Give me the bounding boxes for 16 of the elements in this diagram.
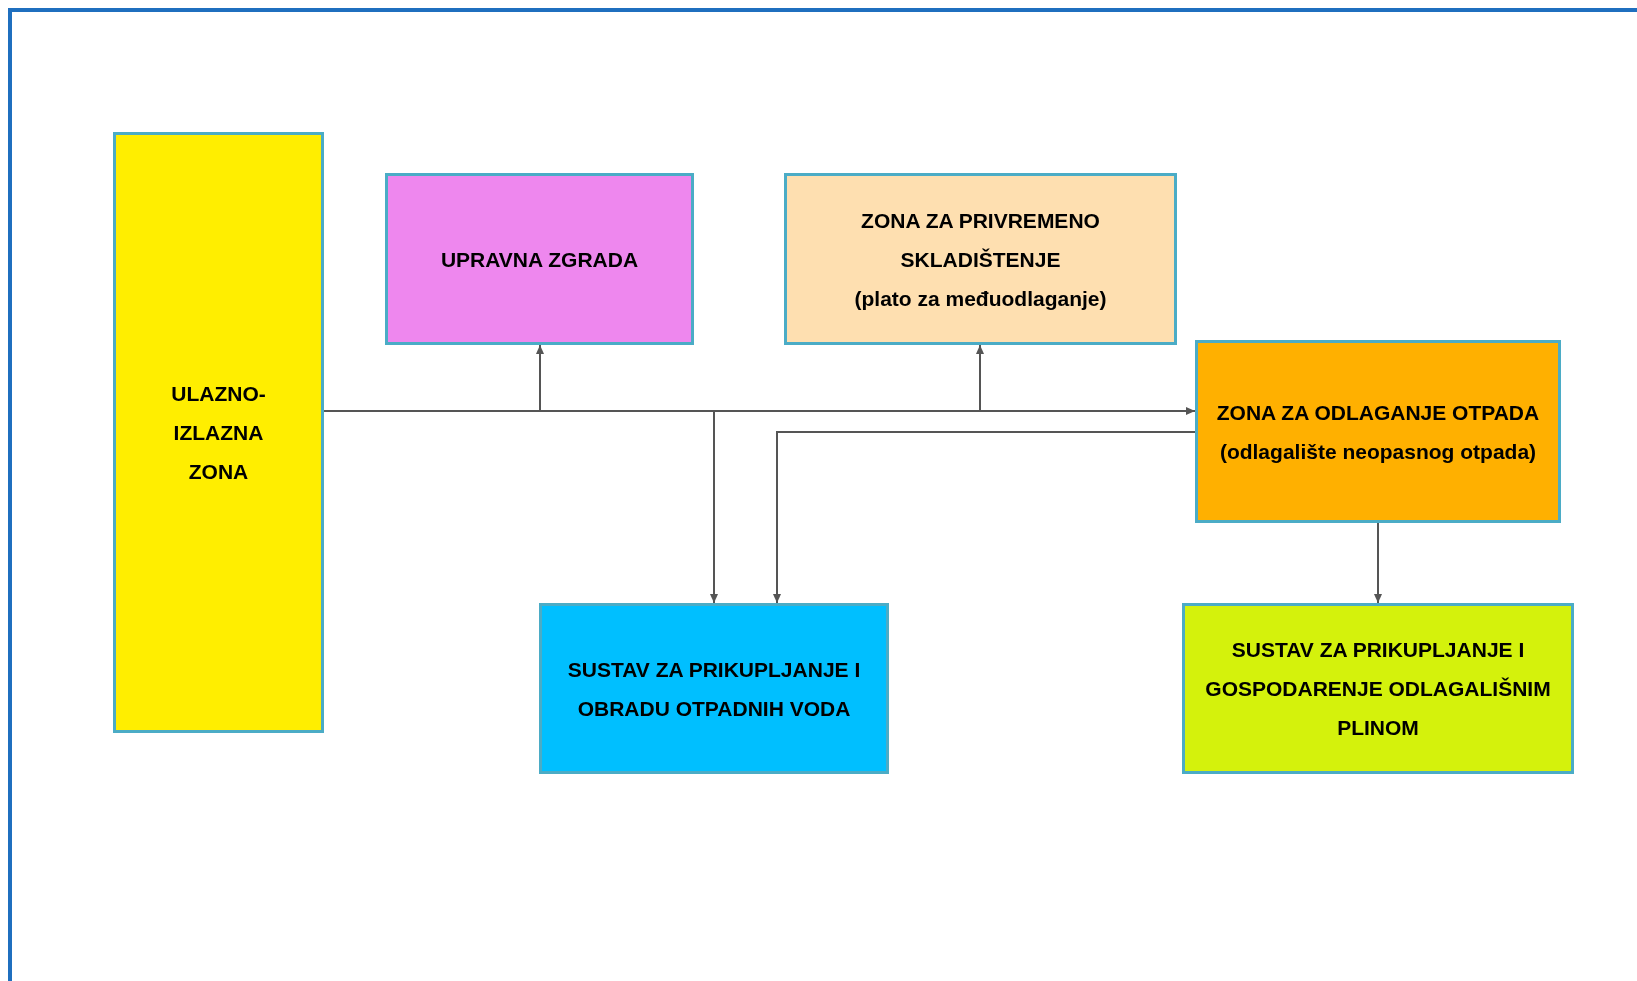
zone-box <box>1182 603 1574 774</box>
zone-label: UPRAVNA ZGRADA <box>440 246 639 273</box>
zone-box <box>539 603 889 774</box>
arrow <box>773 431 1196 604</box>
zone-label: (odlagalište neopasnog otpada) <box>1219 438 1537 465</box>
zone-label: ZONA ZA ODLAGANJE OTPADA <box>1216 399 1540 426</box>
zone-box <box>113 132 324 733</box>
zone-label: ZONA ZA PRIVREMENO SKLADIŠTENJE <box>860 207 1101 273</box>
zone-box <box>784 173 1177 345</box>
zone-label: ULAZNO-IZLAZNA ZONA <box>170 381 267 485</box>
zone-box <box>385 173 694 345</box>
zone-box <box>1195 340 1561 523</box>
zone-label: SUSTAV ZA PRIKUPLJANJE I OBRADU OTPADNIH VODA <box>566 656 862 722</box>
zone-label: (plato za međuodlaganje) <box>854 285 1107 312</box>
zone-label: SUSTAV ZA PRIKUPLJANJE I GOSPODARENJE ODLAGALIŠNIM PLINOM <box>1204 637 1552 741</box>
arrow <box>1374 522 1382 604</box>
